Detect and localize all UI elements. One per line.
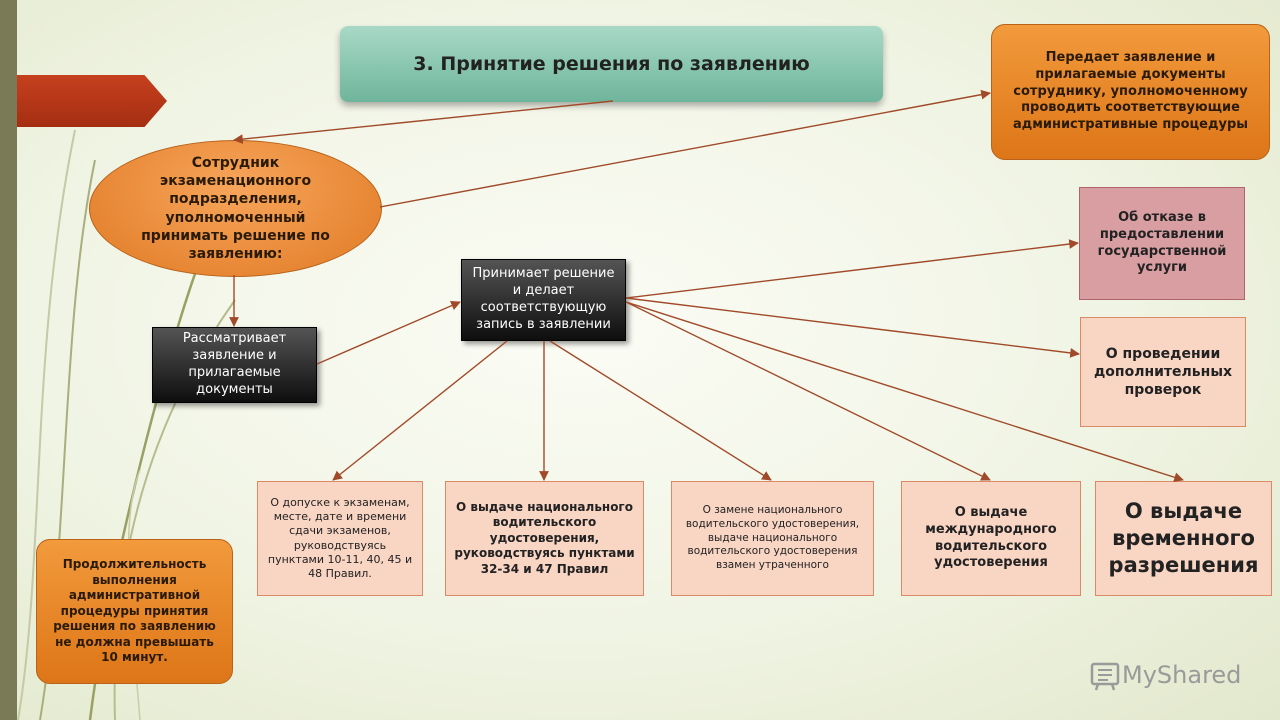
outcome-temporary-permit-text: О выдаче временного разрешения bbox=[1108, 498, 1259, 578]
handover-box: Передает заявление и прилагаемые докумен… bbox=[991, 24, 1270, 160]
review-box: Рассматривает заявление и прилагаемые до… bbox=[152, 327, 317, 403]
left-accent-bar bbox=[0, 0, 17, 720]
outcome-admission-box: О допуске к экзаменам, месте, дате и вре… bbox=[257, 481, 423, 596]
duration-box: Продолжительность выполнения администрат… bbox=[36, 539, 233, 684]
handover-text: Передает заявление и прилагаемые докумен… bbox=[1012, 49, 1249, 133]
refusal-text: Об отказе в предоставлении государственн… bbox=[1097, 209, 1227, 276]
outcome-replacement-box: О замене национального водительского удо… bbox=[671, 481, 874, 596]
review-text: Рассматривает заявление и прилагаемые до… bbox=[182, 331, 287, 397]
outcome-admission-text: О допуске к экзаменам, месте, дате и вре… bbox=[267, 495, 413, 581]
decision-text: Принимает решение и делает соответствующ… bbox=[472, 266, 615, 332]
arrow-title-to-employee bbox=[233, 100, 614, 144]
duration-text: Продолжительность выполнения администрат… bbox=[53, 556, 216, 665]
logo-icon bbox=[1090, 662, 1120, 691]
title-text: 3. Принятие решения по заявлению bbox=[413, 53, 810, 75]
employee-text: Сотрудник экзаменационного подразделения… bbox=[141, 154, 330, 262]
arrow-to-refusal bbox=[625, 239, 1079, 299]
outcome-national-license-box: О выдаче национального водительского удо… bbox=[445, 481, 644, 596]
arrow-to-replacement bbox=[549, 340, 772, 481]
extra-checks-text: О проведении дополнительных проверок bbox=[1093, 345, 1233, 399]
outcome-national-license-text: О выдаче национального водительского удо… bbox=[454, 499, 635, 576]
extra-checks-box: О проведении дополнительных проверок bbox=[1080, 317, 1246, 427]
employee-ellipse: Сотрудник экзаменационного подразделения… bbox=[89, 140, 382, 277]
arrow-to-extra-checks bbox=[625, 297, 1080, 358]
arrow-to-admission bbox=[332, 340, 508, 481]
outcome-temporary-permit-box: О выдаче временного разрешения bbox=[1095, 481, 1272, 596]
outcome-international-box: О выдаче международного водительского уд… bbox=[901, 481, 1081, 596]
arrow-review-to-decision bbox=[316, 301, 461, 365]
left-accent-arrow bbox=[17, 75, 167, 127]
arrow-employee-to-handover bbox=[379, 89, 991, 208]
watermark-logo: MyShared bbox=[1088, 658, 1241, 692]
logo-text: MyShared bbox=[1122, 661, 1242, 689]
arrow-to-international bbox=[625, 301, 991, 481]
title-box: 3. Принятие решения по заявлению bbox=[340, 26, 883, 102]
outcome-replacement-text: О замене национального водительского удо… bbox=[685, 504, 860, 571]
refusal-box: Об отказе в предоставлении государственн… bbox=[1079, 187, 1245, 300]
decision-box: Принимает решение и делает соответствующ… bbox=[461, 259, 626, 341]
outcome-international-text: О выдаче международного водительского уд… bbox=[925, 504, 1057, 571]
